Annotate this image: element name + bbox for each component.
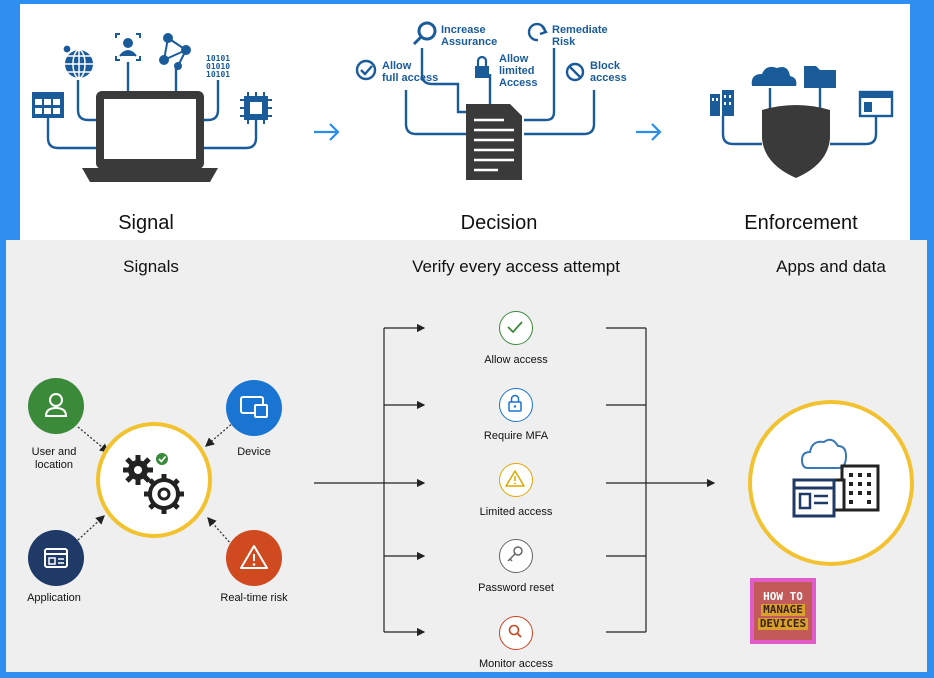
enforcement-label: Enforcement [744,212,858,234]
checkmark-badge-icon [156,453,168,465]
building-icon [710,90,734,116]
user-icon [44,393,68,417]
apps-data-circle [748,400,914,566]
lock-icon [475,55,489,78]
checkmark-circle-icon [355,59,377,81]
allow-access-circle [499,311,533,345]
arrow-right-icon [314,123,340,141]
block-icon [565,62,585,82]
limited-access-circle [499,463,533,497]
signals-heading: Signals [123,257,179,276]
policy-engine-circle [96,422,212,538]
cloud-icon [751,66,797,86]
magnifier-icon [412,21,437,46]
folder-icon [804,66,836,88]
cloud-icon [800,438,848,469]
limited-access-label: Limited access [479,506,553,518]
decision-increase-assurance: Increase Assurance [441,24,498,48]
globe-icon [62,44,93,79]
document-icon [466,104,522,180]
monitor-access-label: Monitor access [479,658,553,670]
lock-icon [508,395,523,413]
user-location-circle [28,378,84,434]
refresh-icon [527,22,548,42]
app-grid-icon [32,92,64,118]
device-label: Device [237,446,271,458]
application-circle [28,530,84,586]
real-time-risk-circle [226,530,282,586]
building-icon [832,464,880,512]
decision-label: Decision [460,212,538,234]
magnifier-icon [509,625,523,639]
device-circle [226,380,282,436]
monitor-access-circle [499,616,533,650]
how-to-manage-devices-logo: HOW TO MANAGE DEVICES [750,578,816,644]
signal-label: Signal [118,212,174,234]
user-scan-icon [115,33,141,61]
application-label: Application [27,592,81,604]
application-icon [44,548,68,568]
decision-allow-full-access: Allow full access [382,60,439,84]
apps-data-icon [792,438,880,518]
window-icon [792,478,836,518]
warning-icon [240,545,268,569]
decision-block-access: Block access [590,60,627,84]
key-icon [507,546,524,562]
gears-icon [123,453,184,514]
shield-icon [762,105,830,178]
window-icon [858,90,894,118]
decision-allow-limited-access: Allow limited Access [499,53,538,89]
verify-heading: Verify every access attempt [412,257,620,276]
allow-access-label: Allow access [484,354,548,366]
require-mfa-circle [499,388,533,422]
network-icon [159,33,191,70]
password-reset-label: Password reset [478,582,554,594]
device-icon [240,396,268,418]
apps-data-heading: Apps and data [776,257,886,276]
chip-icon [240,92,272,124]
decision-remediate-risk: Remediate Risk [552,24,608,48]
checkmark-icon [507,321,524,334]
warning-icon [505,470,526,488]
password-reset-circle [499,539,533,573]
real-time-risk-label: Real-time risk [220,592,288,604]
arrow-right-icon [636,123,662,141]
require-mfa-label: Require MFA [483,430,549,442]
